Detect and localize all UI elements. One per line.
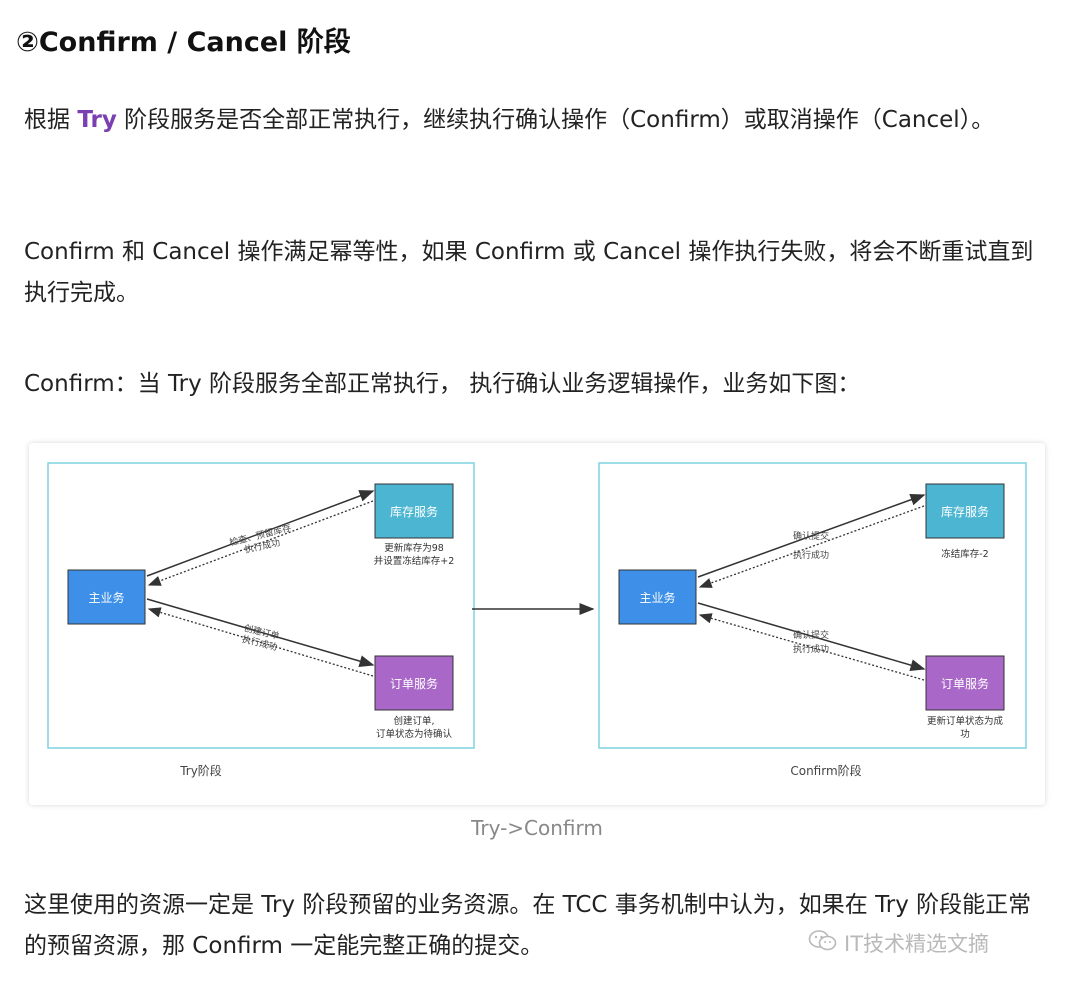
try-order-note-1: 创建订单, <box>393 715 434 727</box>
try-request-arrow-inventory <box>146 490 375 577</box>
confirm-bottom-arrow-label-1: 确认提交 <box>793 629 829 641</box>
try-request-arrow-order <box>146 598 375 667</box>
confirm-request-arrow-inventory <box>697 493 926 578</box>
try-inventory-note-2: 并设置冻结库存+2 <box>374 555 455 567</box>
confirm-inventory-service-box <box>925 483 1005 539</box>
confirm-request-arrow-order <box>697 602 926 671</box>
try-inventory-note-1: 更新库存为98 <box>384 542 444 554</box>
confirm-order-note-1: 更新订单状态为成 <box>927 715 1004 727</box>
paragraph-confirm-intro: Confirm：当 Try 阶段服务全部正常执行， 执行确认业务逻辑操作，业务如… <box>24 371 861 397</box>
try-inventory-service-box <box>374 483 454 539</box>
paragraph-resource-note: 这里使用的资源一定是 Try 阶段预留的业务资源。在 TCC 事务机制中认为，如… <box>24 892 1032 959</box>
try-main-service-label: 主业务 <box>88 590 124 605</box>
confirm-inventory-service-label: 库存服务 <box>941 504 989 519</box>
try-stage-label: Try阶段 <box>179 763 222 778</box>
confirm-top-arrow-label-1: 确认提交 <box>793 530 829 542</box>
confirm-main-service-label: 主业务 <box>639 590 675 605</box>
try-highlight: Try <box>77 107 117 133</box>
confirm-order-service-label: 订单服务 <box>941 676 989 691</box>
confirm-order-note-2: 功 <box>960 729 970 740</box>
try-stage-frame <box>47 462 475 749</box>
wechat-icon <box>808 929 838 958</box>
tcc-diagram: 主业务 库存服务 订单服务 检查、预留库存 执行成功 创建订单 执行成功 更新库… <box>47 462 1027 778</box>
paragraph-idempotent: Confirm 和 Cancel 操作满足幂等性，如果 Confirm 或 Ca… <box>24 239 1034 306</box>
confirm-response-arrow-inventory <box>698 505 925 588</box>
section-heading: ②Confirm / Cancel 阶段 <box>16 27 351 58</box>
confirm-response-arrow-order <box>698 613 925 681</box>
confirm-inventory-note: 冻结库存-2 <box>941 548 988 560</box>
watermark: IT技术精选文摘 <box>808 928 989 958</box>
try-main-service-box <box>67 569 146 625</box>
try-response-arrow-order <box>147 607 374 677</box>
confirm-bottom-arrow-label-2: 执行成功 <box>793 643 829 655</box>
paragraph-try-result: 根据 Try 阶段服务是否全部正常执行，继续执行确认操作（Confirm）或取消… <box>24 100 1050 141</box>
confirm-stage-frame <box>598 462 1027 749</box>
confirm-main-service-box <box>618 569 697 625</box>
p1-before: 根据 <box>24 107 78 133</box>
confirm-order-service-box <box>925 655 1005 711</box>
figure-caption: Try->Confirm <box>471 816 603 840</box>
confirm-top-arrow-label-2: 执行成功 <box>793 549 829 561</box>
p1-after: 阶段服务是否全部正常执行，继续执行确认操作（Confirm）或取消操作（Canc… <box>116 107 995 133</box>
watermark-text: IT技术精选文摘 <box>844 932 990 956</box>
try-order-note-2: 订单状态为待确认 <box>376 728 453 740</box>
confirm-stage-label: Confirm阶段 <box>790 763 861 778</box>
try-order-service-box <box>374 655 454 711</box>
try-order-service-label: 订单服务 <box>390 676 438 691</box>
try-inventory-service-label: 库存服务 <box>390 504 438 519</box>
tcc-diagram-figure: 主业务 库存服务 订单服务 检查、预留库存 执行成功 创建订单 执行成功 更新库… <box>29 443 1045 805</box>
